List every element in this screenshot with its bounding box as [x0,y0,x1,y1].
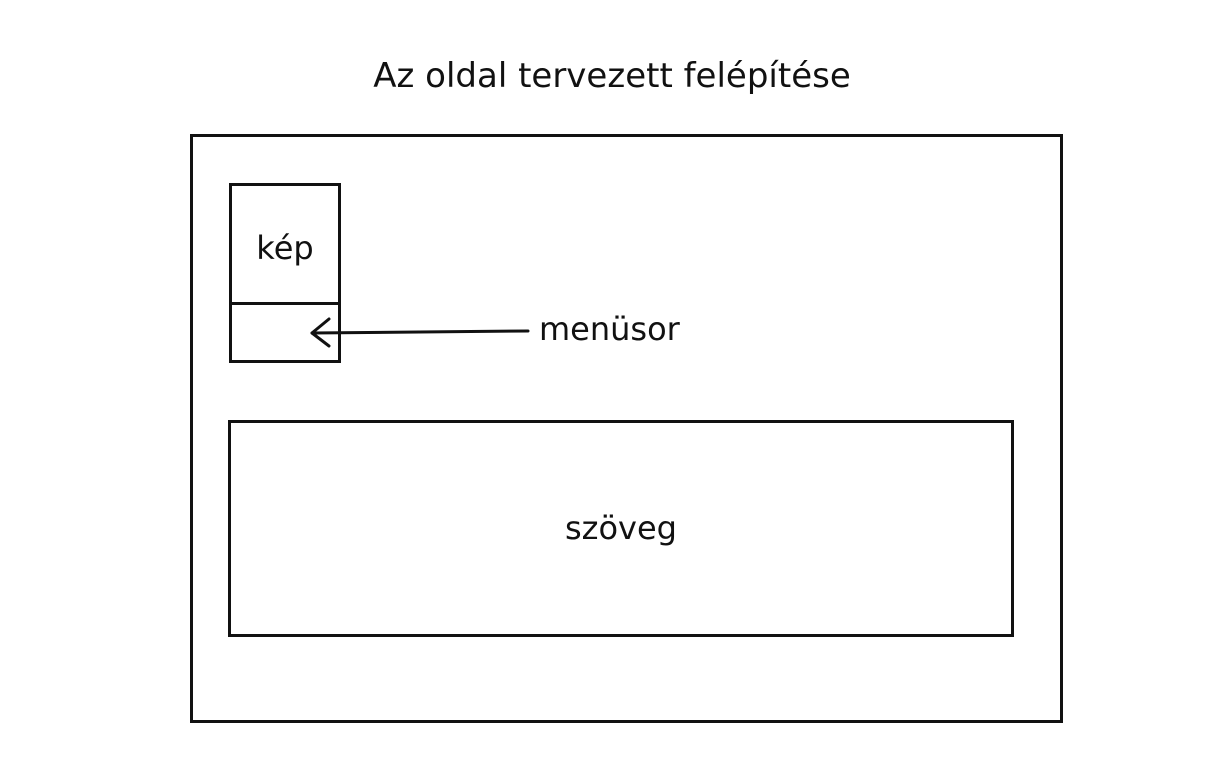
text-block-label: szöveg [565,509,677,547]
image-block: kép [229,183,341,363]
image-block-label: kép [256,229,314,267]
image-menu-divider [232,302,338,305]
text-block: szöveg [228,420,1014,637]
menu-bar-label: menüsor [539,310,680,348]
diagram-title: Az oldal tervezett felépítése [373,56,851,96]
